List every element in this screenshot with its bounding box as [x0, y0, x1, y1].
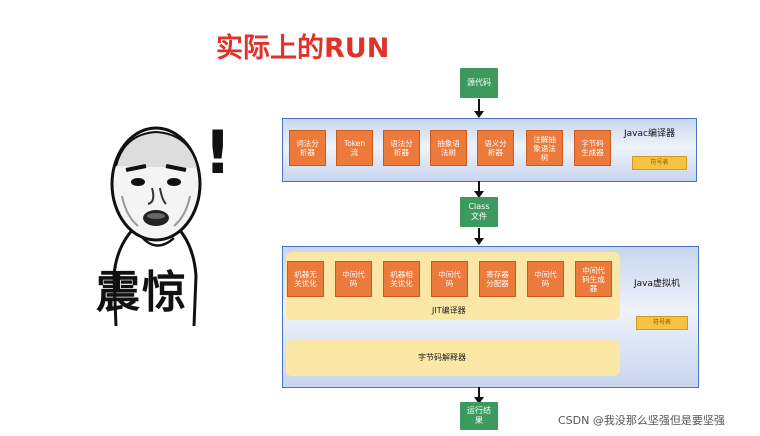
arrow-jvm-to-result: [474, 387, 484, 404]
jit-step-ir-2: 中间代 码: [431, 261, 468, 297]
jvm-label: Java虚拟机: [634, 279, 681, 289]
jit-step-machine-independent-opt: 机器无 关优化: [287, 261, 324, 297]
run-result-node: 运行结 果: [460, 402, 498, 430]
source-code-label: 源代码: [467, 78, 491, 87]
slide-title: 实际上的RUN: [216, 33, 390, 64]
csdn-watermark: CSDN @我没那么坚强但是要坚强: [558, 414, 725, 427]
meme-face-illustration: [110, 126, 202, 327]
meme-caption: 震惊: [96, 267, 188, 318]
javac-step-token-stream: Token 流: [336, 130, 373, 166]
exclamation-mark: !: [204, 118, 232, 188]
arrow-class-to-jvm: [474, 228, 484, 245]
source-code-node: 源代码: [460, 68, 498, 98]
javac-step-annotated-ast: 注解抽 象语法 树: [526, 130, 563, 166]
bytecode-interpreter-area: [286, 340, 620, 376]
jit-compiler-label: JIT编译器: [432, 306, 466, 315]
arrow-source-to-javac: [474, 99, 484, 118]
bytecode-interpreter-label: 字节码解释器: [418, 353, 466, 362]
jit-step-machine-dependent-opt: 机器相 关优化: [383, 261, 420, 297]
jit-step-ir-3: 中间代 码: [527, 261, 564, 297]
jit-step-register-allocator: 寄存器 分配器: [479, 261, 516, 297]
javac-step-parser: 语法分 析器: [383, 130, 420, 166]
javac-step-semantic-analyzer: 语义分 析器: [477, 130, 514, 166]
javac-step-ast: 抽象语 法树: [430, 130, 467, 166]
run-result-label: 运行结 果: [467, 406, 491, 425]
javac-step-lexer: 词法分 析器: [289, 130, 326, 166]
class-file-label: Class 文件: [468, 202, 490, 221]
javac-step-bytecode-generator: 字节码 生成器: [574, 130, 611, 166]
jit-step-ir-1: 中间代 码: [335, 261, 372, 297]
javac-compiler-label: Javac编译器: [624, 129, 675, 139]
javac-symbol-table: 符号表: [632, 156, 687, 170]
jvm-symbol-table: 符号表: [636, 316, 688, 330]
jit-step-ir-generator: 中间代 码生成 器: [575, 261, 612, 297]
arrow-javac-to-class: [474, 181, 484, 198]
class-file-node: Class 文件: [460, 197, 498, 227]
